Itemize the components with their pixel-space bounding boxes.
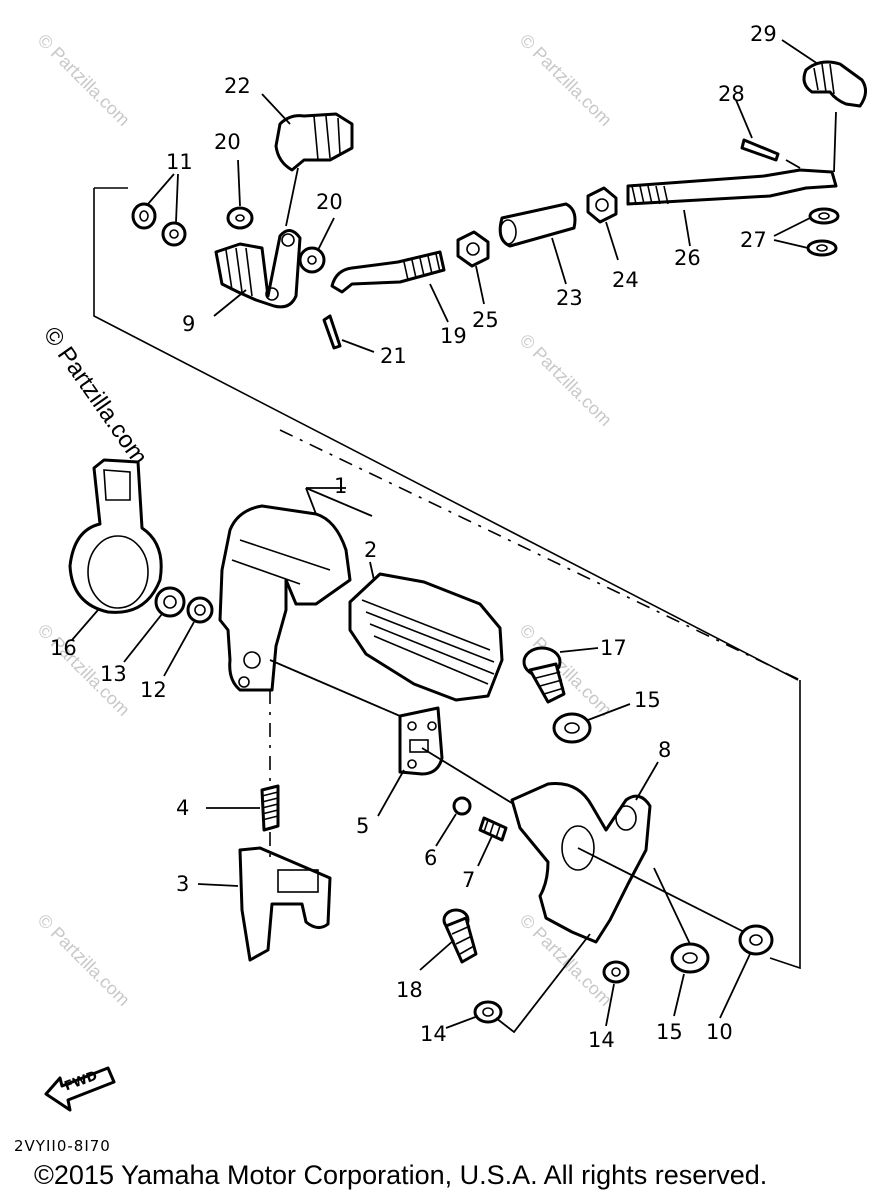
part-2-grip bbox=[348, 561, 504, 702]
callout-22: 22 bbox=[224, 74, 251, 98]
part-27-washers bbox=[773, 207, 840, 257]
part-13-grommet bbox=[123, 586, 186, 663]
callout-28: 28 bbox=[718, 82, 745, 106]
part-21-cotter-pin bbox=[322, 314, 375, 353]
callout-14-left: 14 bbox=[420, 1022, 447, 1046]
callout-21: 21 bbox=[380, 344, 407, 368]
callout-1: 1 bbox=[334, 474, 348, 498]
callout-20-right: 20 bbox=[316, 190, 343, 214]
part-8-bracket bbox=[510, 761, 761, 944]
part-20-washers bbox=[226, 159, 335, 274]
callout-26: 26 bbox=[674, 246, 701, 270]
callout-13: 13 bbox=[100, 662, 127, 686]
part-29-elbow-boot bbox=[781, 39, 867, 108]
callout-2: 2 bbox=[364, 538, 378, 562]
diagram-code: 2VYII0-8I70 bbox=[14, 1137, 111, 1155]
part-5-detent-plate bbox=[269, 659, 521, 817]
part-15-washers bbox=[552, 703, 710, 1017]
part-7-spring bbox=[477, 816, 508, 867]
callout-15-bottom: 15 bbox=[656, 1020, 683, 1044]
part-25-nut bbox=[456, 230, 490, 305]
callout-16: 16 bbox=[50, 636, 77, 660]
part-17-bolt bbox=[522, 646, 599, 704]
callout-3: 3 bbox=[176, 872, 190, 896]
fwd-arrow-icon bbox=[44, 1066, 116, 1112]
callout-7: 7 bbox=[462, 868, 476, 892]
part-12-washer bbox=[163, 596, 214, 677]
part-3-detent-lever bbox=[197, 832, 332, 962]
part-4-spring bbox=[206, 690, 280, 832]
part-16-cover bbox=[68, 458, 163, 641]
lower-assembly-frame bbox=[769, 680, 801, 970]
upper-assembly-frame bbox=[93, 188, 799, 681]
callout-23: 23 bbox=[556, 286, 583, 310]
callout-27: 27 bbox=[740, 228, 767, 252]
part-11-washers bbox=[131, 173, 187, 247]
callout-20-top: 20 bbox=[214, 130, 241, 154]
part-19-shift-rod bbox=[330, 250, 449, 323]
part-22-boot bbox=[261, 93, 354, 172]
part-24-nut bbox=[586, 186, 619, 261]
callout-15-top: 15 bbox=[634, 688, 661, 712]
callout-14-right: 14 bbox=[588, 1028, 615, 1052]
part-9-shift-lever bbox=[213, 167, 302, 317]
callout-18: 18 bbox=[396, 978, 423, 1002]
callout-17: 17 bbox=[600, 636, 627, 660]
part-23-joint-sleeve bbox=[498, 202, 577, 285]
callout-8: 8 bbox=[658, 738, 672, 762]
part-6-ball bbox=[435, 796, 472, 847]
copyright-notice: ©2015 Yamaha Motor Corporation, U.S.A. A… bbox=[34, 1160, 768, 1190]
callout-25: 25 bbox=[472, 308, 499, 332]
callout-11: 11 bbox=[166, 150, 193, 174]
part-26-shift-rod bbox=[626, 111, 838, 247]
part-28-cotter-pin bbox=[735, 99, 780, 162]
callout-29: 29 bbox=[750, 22, 777, 46]
callout-12: 12 bbox=[140, 678, 167, 702]
part-10-washer bbox=[719, 924, 774, 1019]
part-14-washers bbox=[445, 933, 630, 1034]
callout-10: 10 bbox=[706, 1020, 733, 1044]
callout-9: 9 bbox=[182, 312, 196, 336]
part-1-shift-lever bbox=[218, 487, 373, 692]
part-18-bolt bbox=[419, 908, 478, 971]
callout-24: 24 bbox=[612, 268, 639, 292]
callout-19: 19 bbox=[440, 324, 467, 348]
centerline bbox=[279, 429, 801, 681]
callout-5: 5 bbox=[356, 814, 370, 838]
callout-4: 4 bbox=[176, 796, 190, 820]
callout-6: 6 bbox=[424, 846, 438, 870]
